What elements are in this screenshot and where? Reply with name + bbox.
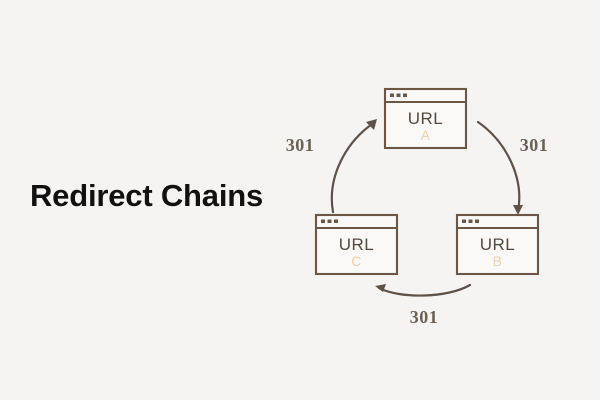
window-dot-icon — [475, 219, 479, 223]
edge-a-to-b: 301 — [476, 120, 549, 215]
window-dot-icon — [403, 93, 407, 97]
window-dot-icon — [390, 93, 394, 97]
edge-c-to-a-arrowhead — [366, 119, 377, 130]
window-dot-icon — [468, 219, 473, 223]
browser-window-a-url-label: URL — [408, 109, 444, 128]
browser-window-b-frame — [455, 213, 540, 276]
edge-b-to-c-arrowhead — [375, 284, 386, 292]
browser-window-b-sublabel: B — [493, 253, 503, 269]
browser-window-c-frame — [314, 213, 399, 276]
edge-a-to-b-arrowhead — [513, 205, 523, 215]
edge-a-to-b-arc — [476, 120, 521, 213]
browser-window-a-sublabel: A — [421, 127, 431, 143]
edge-b-to-c: 301 — [375, 283, 472, 327]
browser-window-c-sublabel: C — [351, 253, 362, 269]
browser-window-b-url-label: URL — [480, 235, 516, 254]
edge-c-to-a-label: 301 — [286, 135, 315, 155]
edge-c-to-a: 301 — [286, 119, 377, 214]
edge-a-to-b-label: 301 — [520, 135, 549, 155]
browser-window-c-url-label: URL — [339, 235, 375, 254]
browser-window-c[interactable]: URL C — [314, 213, 399, 276]
window-dot-icon — [462, 219, 466, 223]
window-dot-icon — [327, 219, 332, 223]
edge-c-to-a-arc — [330, 120, 377, 214]
window-dot-icon — [396, 93, 401, 97]
edge-b-to-c-label: 301 — [410, 307, 439, 327]
browser-window-a[interactable]: URL A — [383, 87, 468, 150]
page-title: Redirect Chains — [30, 178, 264, 213]
browser-window-b[interactable]: URL B — [455, 213, 540, 276]
window-dot-icon — [321, 219, 325, 223]
browser-window-a-frame — [383, 87, 468, 150]
edge-b-to-c-arc — [377, 283, 472, 297]
window-dot-icon — [334, 219, 338, 223]
